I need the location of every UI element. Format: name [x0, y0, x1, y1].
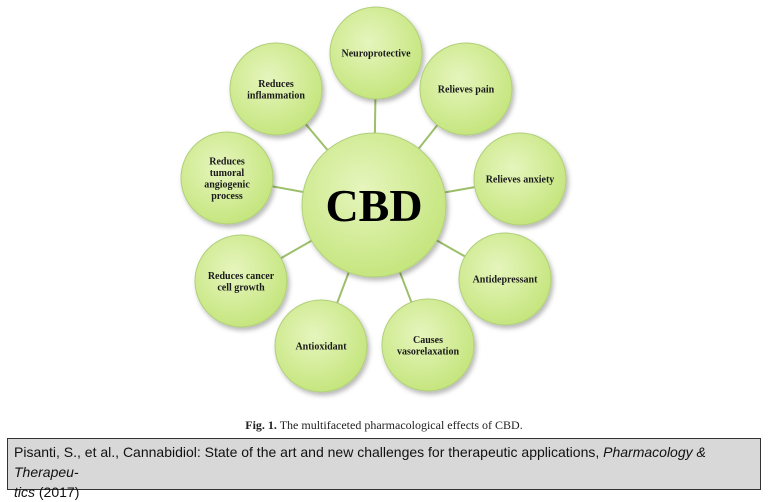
effect-label: cell growth	[217, 282, 265, 293]
effect-node: Antidepressant	[458, 232, 552, 326]
citation-prefix: Pisanti, S., et al., Cannabidiol: State …	[14, 444, 604, 460]
effect-node: Neuroprotective	[329, 6, 423, 100]
connector-lines	[272, 98, 475, 304]
citation-suffix: (2017)	[35, 484, 80, 500]
citation-journal-line1: Pharmacology & Therapeu-	[14, 444, 706, 480]
effect-label: inflammation	[247, 90, 305, 101]
effect-circle	[274, 299, 368, 393]
effect-node: Antioxidant	[274, 299, 368, 393]
connector-5	[336, 272, 350, 304]
effect-circle	[329, 6, 423, 100]
center-label: CBD	[325, 180, 422, 231]
connector-6	[280, 239, 312, 260]
effect-label: tumoral	[210, 168, 245, 179]
caption-text: The multifaceted pharmacological effects…	[276, 418, 523, 432]
effect-label: Reduces cancer	[208, 271, 275, 282]
effect-label: Reduces	[258, 79, 294, 90]
effect-circle	[180, 131, 274, 225]
effect-node: Relieves anxiety	[473, 132, 567, 226]
effect-circle	[194, 234, 288, 328]
connector-2	[444, 186, 475, 194]
effect-label: Antidepressant	[473, 275, 538, 286]
center-node: CBD	[301, 132, 447, 278]
effect-label: angiogenic	[204, 179, 250, 190]
effect-circle	[473, 132, 567, 226]
connector-1	[417, 124, 439, 150]
effect-label: process	[211, 191, 243, 202]
connector-4	[398, 271, 413, 303]
effect-label: Antioxidant	[295, 342, 347, 353]
effect-circle	[381, 298, 475, 392]
citation-box: Pisanti, S., et al., Cannabidiol: State …	[7, 438, 761, 500]
connector-3	[436, 239, 466, 258]
connector-8	[304, 123, 329, 151]
effect-node: Relieves pain	[419, 42, 513, 136]
caption-label: Fig. 1.	[245, 418, 277, 432]
figure-caption: Fig. 1. The multifaceted pharmacological…	[0, 418, 768, 433]
effect-label: Relieves anxiety	[486, 175, 555, 186]
effect-circle	[229, 42, 323, 136]
citation-journal-line2: tics	[14, 484, 35, 500]
center-circle	[301, 132, 447, 278]
effect-label: Causes	[413, 335, 443, 346]
effect-label: Neuroprotective	[341, 49, 411, 60]
effect-label: vasorelaxation	[397, 346, 459, 357]
effect-label: Reduces	[209, 156, 245, 167]
connector-7	[272, 185, 304, 193]
effect-circle	[419, 42, 513, 136]
effect-circle	[458, 232, 552, 326]
effect-label: Relieves pain	[438, 85, 495, 96]
connector-0	[373, 98, 377, 134]
